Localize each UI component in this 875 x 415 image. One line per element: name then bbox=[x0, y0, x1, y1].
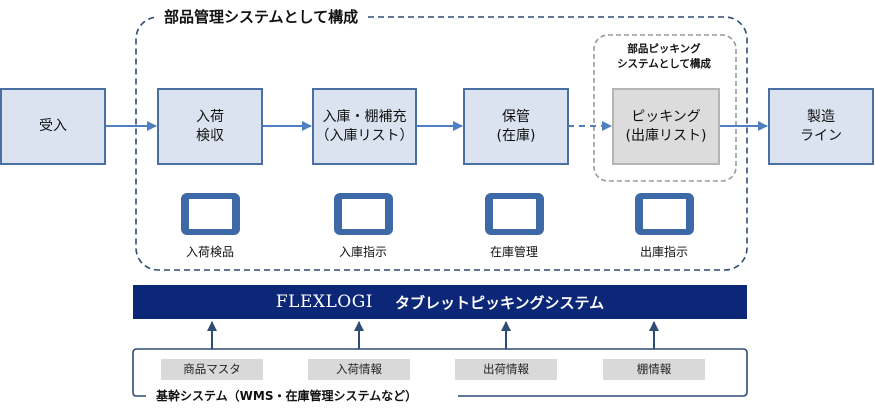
tablet-label-shipping-instruction: 出庫指示 bbox=[639, 245, 688, 259]
tablet-icon bbox=[485, 193, 544, 235]
tablet-label-inventory-management: 在庫管理 bbox=[489, 245, 538, 259]
parts-management-title: 部品管理システムとして構成 bbox=[158, 6, 365, 27]
parts-management-frame bbox=[135, 16, 748, 271]
tablet-icon bbox=[334, 193, 393, 235]
process-label: 入荷 bbox=[196, 108, 224, 125]
process-inspection: 入荷 検収 bbox=[157, 88, 263, 165]
brand-name: FLEXLOGI bbox=[275, 292, 373, 312]
process-label: （入庫リスト） bbox=[315, 127, 414, 144]
info-product-master: 商品マスタ bbox=[161, 359, 263, 380]
flexlogi-banner: FLEXLOGI タブレットピッキングシステム bbox=[133, 285, 747, 319]
picking-system-title-line1: 部品ピッキング bbox=[627, 43, 701, 55]
picking-system-title-line2: システムとして構成 bbox=[617, 58, 711, 70]
tablet-icon bbox=[181, 193, 240, 235]
process-label: 製造 bbox=[807, 108, 835, 125]
process-picking: ピッキング (出庫リスト) bbox=[612, 88, 720, 165]
tablet-label-arrival-inspection: 入荷検品 bbox=[185, 245, 234, 259]
process-label: (出庫リスト) bbox=[625, 127, 707, 144]
info-shipping: 出荷情報 bbox=[455, 359, 557, 380]
process-label: 保管 bbox=[502, 108, 530, 125]
process-label: 入庫・棚補充 bbox=[322, 108, 407, 125]
process-storage: 入庫・棚補充 （入庫リスト） bbox=[312, 88, 417, 165]
picking-system-frame bbox=[593, 34, 737, 182]
core-system-frame bbox=[132, 348, 748, 397]
process-label: ライン bbox=[800, 127, 842, 144]
process-label: ピッキング bbox=[631, 108, 701, 125]
process-label: 検収 bbox=[196, 127, 224, 144]
process-receiving: 受入 bbox=[0, 88, 106, 165]
picking-system-title: 部品ピッキング システムとして構成 bbox=[600, 42, 728, 72]
process-keeping: 保管 (在庫) bbox=[463, 88, 569, 165]
core-system-title: 基幹システム（WMS・在庫管理システムなど） bbox=[150, 387, 424, 404]
tablet-label-storage-instruction: 入庫指示 bbox=[338, 245, 387, 259]
info-shelf: 棚情報 bbox=[603, 359, 705, 380]
process-label: (在庫) bbox=[496, 127, 536, 144]
process-label: 受入 bbox=[39, 118, 67, 134]
info-arrival: 入荷情報 bbox=[308, 359, 410, 380]
tablet-icon bbox=[635, 193, 694, 235]
product-name: タブレットピッキングシステム bbox=[395, 293, 605, 312]
process-production-line: 製造 ライン bbox=[768, 88, 874, 165]
